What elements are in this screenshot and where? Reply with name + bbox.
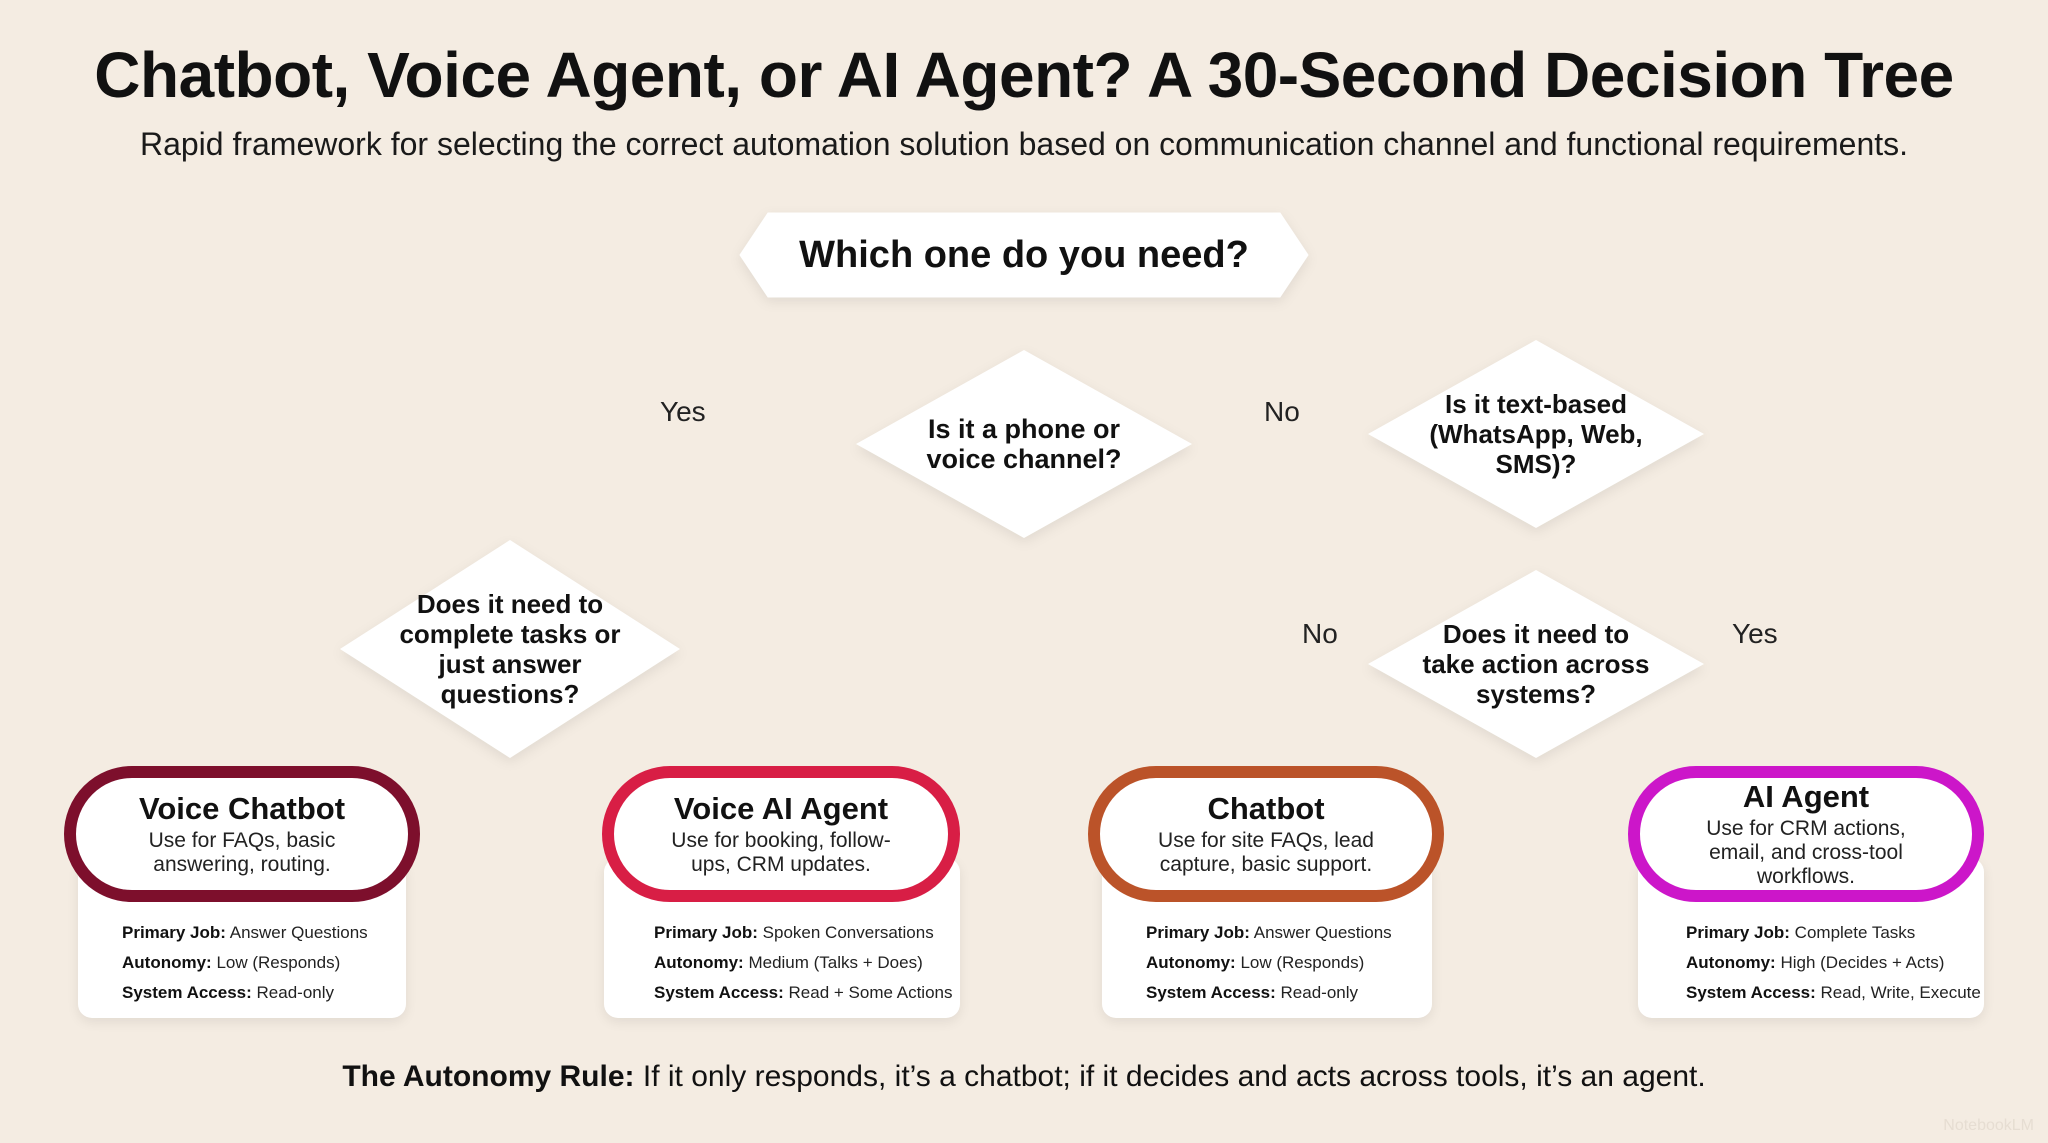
outcome-name: Chatbot bbox=[1207, 791, 1325, 826]
detail-primary-job: Primary Job: Answer Questions bbox=[1146, 923, 1392, 942]
autonomy-rule-text: If it only responds, it’s a chatbot; if … bbox=[634, 1060, 1706, 1093]
outcome-name: Voice AI Agent bbox=[673, 791, 889, 826]
decision-tasks-or-questions-shape bbox=[340, 540, 680, 758]
decision-action-across-systems-shape bbox=[1368, 570, 1704, 758]
page-subtitle: Rapid framework for selecting the correc… bbox=[139, 126, 1909, 162]
detail-system-access: System Access: Read, Write, Execute bbox=[1686, 983, 1981, 1002]
detail-system-access: System Access: Read-only bbox=[122, 983, 335, 1002]
decision-text-based: Is it text-based (WhatsApp, Web, SMS)? bbox=[1368, 340, 1704, 528]
outcome-pill-ai-agent: AI Agent Use for CRM actions, email, and… bbox=[1628, 766, 1984, 902]
outcome-name: Voice Chatbot bbox=[138, 791, 346, 826]
decision-tasks-or-questions: Does it need to complete tasks or just a… bbox=[340, 540, 680, 758]
branch-label-voice-no: No bbox=[1264, 396, 1300, 427]
detail-system-access: System Access: Read-only bbox=[1146, 983, 1359, 1002]
decision-voice-channel-shape bbox=[856, 350, 1192, 538]
outcome-details-ai-agent: Primary Job: Complete Tasks Autonomy: Hi… bbox=[1686, 918, 1981, 1008]
outcome-details-voice-ai-agent: Primary Job: Spoken Conversations Autono… bbox=[654, 918, 953, 1008]
detail-primary-job: Primary Job: Complete Tasks bbox=[1686, 923, 1916, 942]
start-question-shape bbox=[739, 212, 1309, 298]
decision-action-across-systems: Does it need to take action across syste… bbox=[1368, 570, 1704, 758]
decision-text-based-shape bbox=[1368, 340, 1704, 528]
outcome-pill-chatbot: Chatbot Use for site FAQs, lead capture,… bbox=[1088, 766, 1444, 902]
outcome-details-chatbot: Primary Job: Answer Questions Autonomy: … bbox=[1146, 918, 1392, 1008]
detail-autonomy: Autonomy: Medium (Talks + Does) bbox=[654, 953, 923, 972]
watermark: NotebookLM bbox=[1943, 1117, 2034, 1134]
detail-primary-job: Primary Job: Spoken Conversations bbox=[654, 923, 934, 942]
detail-autonomy: Autonomy: Low (Responds) bbox=[1146, 953, 1365, 972]
branch-label-voice-yes: Yes bbox=[660, 396, 706, 427]
autonomy-rule: The Autonomy Rule: If it only responds, … bbox=[0, 1060, 2048, 1094]
branch-label-action-yes: Yes bbox=[1732, 618, 1778, 649]
outcome-pill-voice-ai-agent: Voice AI Agent Use for booking, follow-u… bbox=[602, 766, 960, 902]
outcome-description: Use for FAQs, basic answering, routing. bbox=[148, 829, 336, 876]
detail-autonomy: Autonomy: High (Decides + Acts) bbox=[1686, 953, 1945, 972]
outcome-details-voice-chatbot: Primary Job: Answer Questions Autonomy: … bbox=[122, 918, 368, 1008]
start-question-text: Which one do you need? bbox=[799, 233, 1249, 276]
outcome-name: AI Agent bbox=[1742, 779, 1870, 814]
page-title: Chatbot, Voice Agent, or AI Agent? A 30-… bbox=[94, 39, 1954, 111]
start-question: Which one do you need? bbox=[739, 212, 1309, 298]
decision-tasks-or-questions-text: Does it need to complete tasks or just a… bbox=[399, 589, 621, 709]
outcome-description: Use for booking, follow-ups, CRM updates… bbox=[671, 829, 891, 876]
branch-label-action-no: No bbox=[1302, 618, 1338, 649]
decision-voice-channel: Is it a phone or voice channel? bbox=[856, 350, 1192, 538]
outcome-description: Use for CRM actions, email, and cross-to… bbox=[1706, 817, 1906, 888]
outcome-description: Use for site FAQs, lead capture, basic s… bbox=[1158, 829, 1374, 876]
outcome-pill-voice-chatbot: Voice Chatbot Use for FAQs, basic answer… bbox=[64, 766, 420, 902]
detail-autonomy: Autonomy: Low (Responds) bbox=[122, 953, 341, 972]
detail-system-access: System Access: Read + Some Actions bbox=[654, 983, 953, 1002]
autonomy-rule-label: The Autonomy Rule: bbox=[342, 1060, 635, 1093]
decision-action-across-systems-text: Does it need to take action across syste… bbox=[1422, 619, 1650, 709]
decision-text-based-text: Is it text-based (WhatsApp, Web, SMS)? bbox=[1429, 389, 1643, 479]
decision-voice-channel-text: Is it a phone or voice channel? bbox=[926, 414, 1122, 474]
detail-primary-job: Primary Job: Answer Questions bbox=[122, 923, 368, 942]
